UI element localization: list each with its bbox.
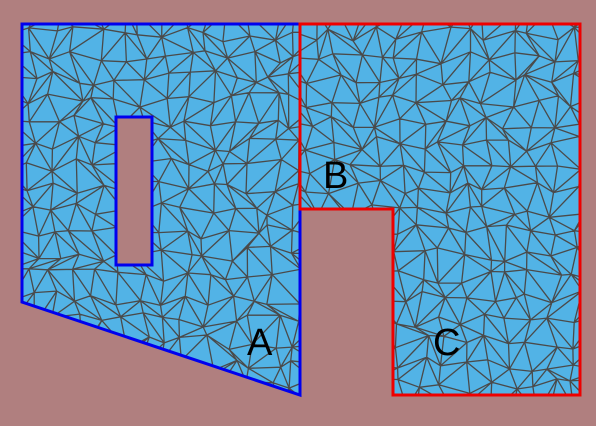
region-bc-border bbox=[298, 22, 582, 397]
region-c-label: C bbox=[433, 322, 460, 364]
region-a-label: A bbox=[247, 322, 273, 364]
mesh-edges bbox=[300, 24, 580, 395]
region-a-border bbox=[20, 22, 302, 398]
region-b-label: B bbox=[323, 155, 348, 197]
